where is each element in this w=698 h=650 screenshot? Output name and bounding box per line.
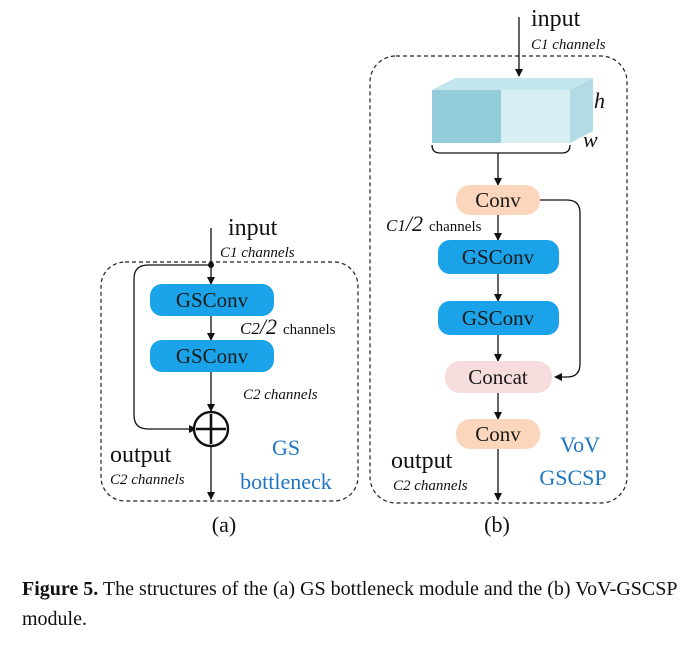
diagram-a-gsconv1-box bbox=[150, 284, 274, 316]
diagram-a-input-channels: C1 channels bbox=[220, 245, 295, 261]
diagram-b-module-label-line1: VoV bbox=[560, 432, 600, 457]
diagram-a-input-label: input bbox=[228, 215, 278, 241]
diagram-b-sub-label: (b) bbox=[484, 512, 510, 537]
diagram-b-gsconv2-box bbox=[438, 301, 559, 335]
diagram-b-conv2-label: Conv bbox=[475, 422, 521, 446]
diagram-a-gsconv1-label: GSConv bbox=[176, 288, 249, 312]
diagram-b-feature-cube bbox=[432, 78, 593, 143]
diagram-b-concat-box bbox=[445, 361, 552, 393]
diagram-b-input-channels: C1 channels bbox=[531, 37, 606, 53]
diagram-b-dim-w: w bbox=[583, 127, 598, 152]
diagram-a-gsconv2-label: GSConv bbox=[176, 344, 249, 368]
diagram-b-input-label: input bbox=[531, 6, 581, 32]
diagram-b-gsconv2-label: GSConv bbox=[462, 306, 535, 330]
diagram-b-concat-label: Concat bbox=[468, 365, 528, 389]
diagram-b-conv1-label: Conv bbox=[475, 188, 521, 212]
diagram-a-output-channels: C2 channels bbox=[110, 472, 185, 488]
diagram-b-conv2-box bbox=[456, 419, 540, 449]
figure-caption-label: Figure 5. bbox=[22, 578, 99, 600]
diagram-b-gsconv1-label: GSConv bbox=[462, 245, 535, 269]
figure-caption: Figure 5. The structures of the (a) GS b… bbox=[22, 574, 692, 634]
diagram-a-gsconv2-box bbox=[150, 340, 274, 372]
diagram-a-skip-connection bbox=[133, 264, 211, 433]
diagram-b-dim-h: h bbox=[594, 88, 605, 113]
diagram-b-frame bbox=[369, 55, 628, 504]
diagram-a-output-label: output bbox=[110, 442, 172, 468]
diagram-b-cube-brace bbox=[431, 144, 571, 154]
diagram-a-add-icon bbox=[192, 410, 230, 448]
diagram-a-sub-label: (a) bbox=[212, 512, 236, 537]
diagram-a-module-label-line2: bottleneck bbox=[240, 469, 332, 494]
diagram-b-output-label: output bbox=[391, 448, 453, 474]
diagram-b-gsconv1-box bbox=[438, 240, 559, 274]
diagram-b-module-label-line2: GSCSP bbox=[539, 465, 606, 490]
diagram-b-shortcut-path bbox=[540, 199, 581, 381]
figure-caption-text: The structures of the (a) GS bottleneck … bbox=[22, 578, 677, 630]
diagram-b-output-channels: C2 channels bbox=[393, 478, 468, 494]
diagram-a-module-label-line1: GS bbox=[272, 435, 300, 460]
diagram-a-after-channels: C2 channels bbox=[243, 387, 318, 403]
diagram-b-conv1-box bbox=[456, 185, 540, 215]
